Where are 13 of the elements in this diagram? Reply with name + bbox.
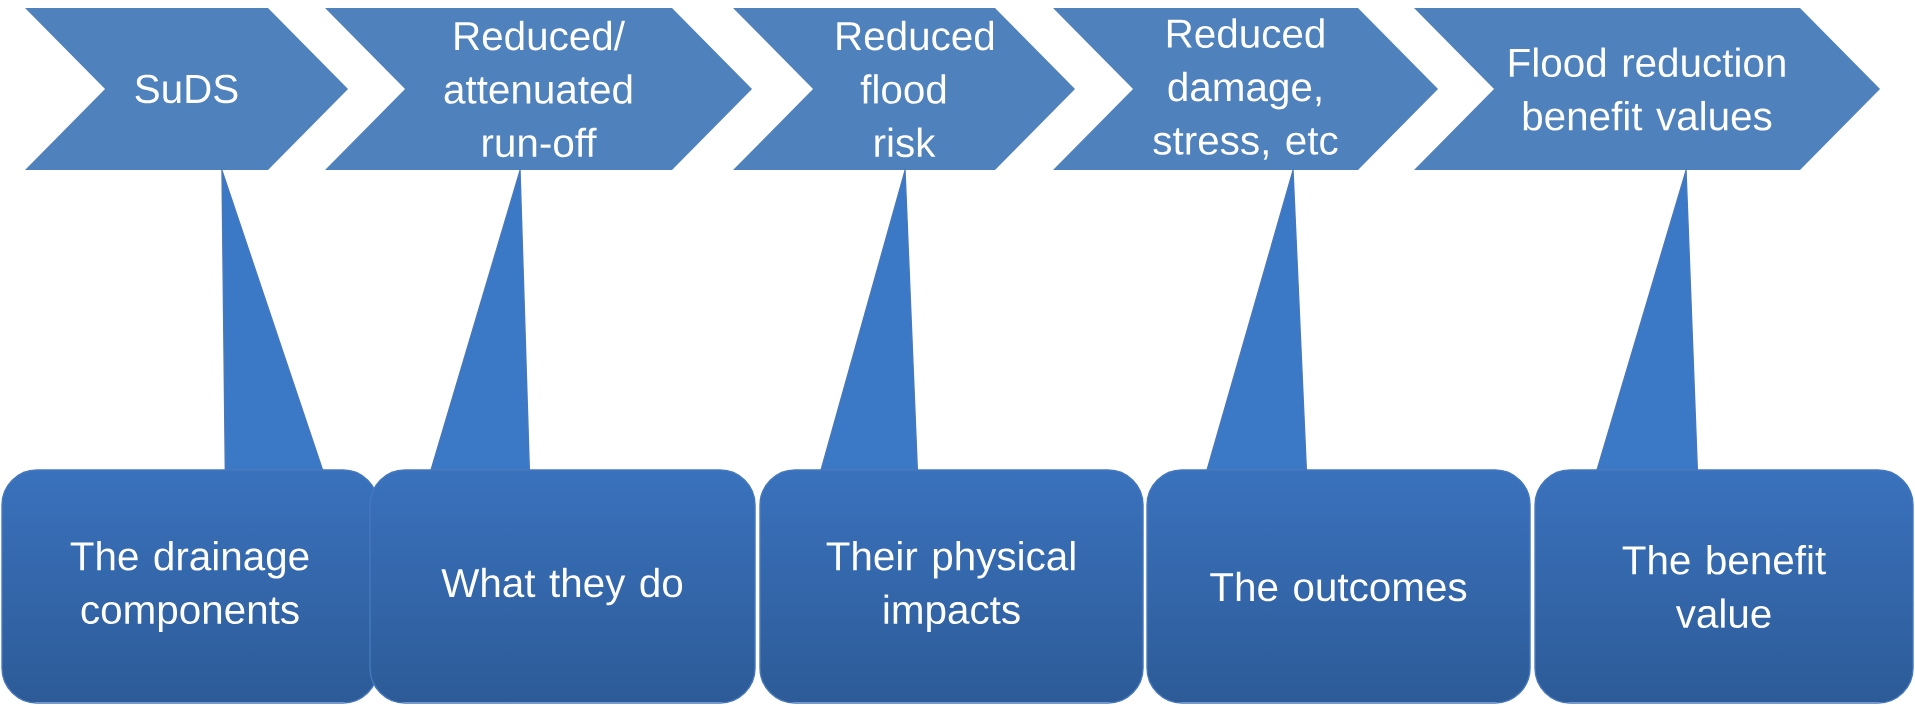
- callout-box: The benefit value: [1534, 469, 1914, 704]
- process-step: Reduced flood risk: [733, 8, 1075, 170]
- process-step: Reduced damage, stress, etc: [1053, 8, 1439, 170]
- callout-pointer: [1596, 166, 1699, 470]
- callout-box: What they do: [369, 469, 756, 704]
- callout-box: The drainage components: [1, 469, 379, 704]
- callout-box: The outcomes: [1146, 469, 1531, 704]
- callout-pointer: [1206, 166, 1308, 470]
- process-step: SuDS: [25, 8, 348, 170]
- callout-pointer: [430, 166, 531, 470]
- process-step: Flood reduction benefit values: [1414, 8, 1881, 170]
- callout-box: Their physical impacts: [759, 469, 1144, 704]
- process-step: Reduced/ attenuated run-off: [325, 8, 752, 170]
